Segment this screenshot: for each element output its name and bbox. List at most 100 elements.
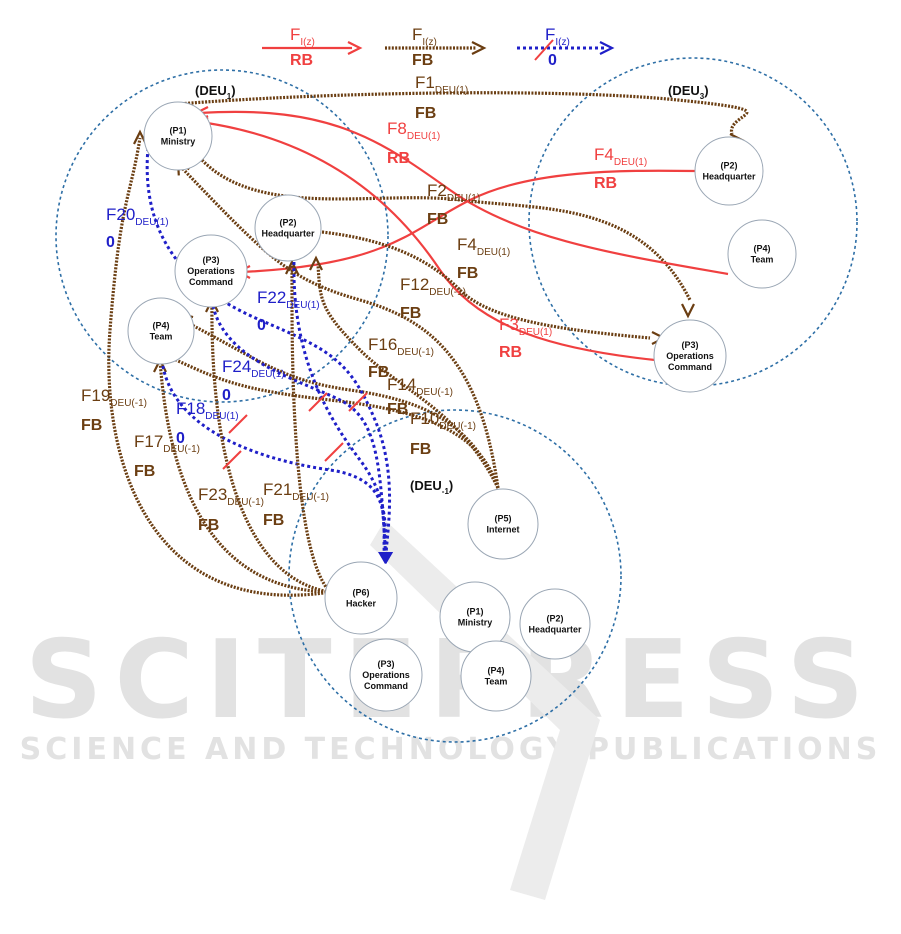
flow-label-f2: F2DEU(1) FB [427,181,480,228]
node-label: (P3) [377,659,394,669]
flow-edge-f2 [200,158,695,319]
flow-label-f12: F12DEU(-1) FB [400,275,466,322]
node-label: Hacker [346,599,377,609]
flow-label-f20: F20DEU(1)0 [106,205,169,251]
arrowhead-f2 [681,303,695,319]
legend-label: FI(z) [545,25,570,48]
flow-edge-f12 [176,159,500,489]
blocked-flow-slash [308,392,328,412]
legend-item-rb: FI(z)RB [262,25,363,69]
blocked-flow-slash [222,450,242,470]
flow-type-tag: RB [499,344,522,361]
legend-label: FI(z) [290,25,315,48]
flow-type-tag: RB [594,175,617,192]
region-deum1: (DEU-1) [288,409,622,743]
legend-item-zero: FI(z) 0 [517,25,615,69]
arrowhead-f16 [309,255,323,271]
node-label: Headquarter [702,172,756,182]
node-label: (P3) [681,340,698,350]
flow-label-name: F23DEU(-1) [198,485,264,508]
flow-label-name: F18DEU(1) [176,399,239,422]
watermark-swoosh-shape [370,520,600,900]
node-label: (P1) [169,126,186,136]
node-label: Team [751,255,774,265]
flow-type-tag: RB [387,150,410,167]
flow-label-name: F17DEU(-1) [134,432,200,455]
region-deu3: (DEU3) [528,57,858,387]
legend-arrowhead [347,41,363,55]
flow-label-f17: F17DEU(-1)FB [134,432,200,480]
node-label: (P4) [487,666,504,676]
flow-type-tag: FB [415,105,436,122]
node-d3-p4: (P4)Team [727,219,797,289]
flow-type-tag: FB [387,401,408,418]
flow-type-tag: FB [263,512,284,529]
node-label: (P4) [152,321,169,331]
legend-label: FI(z) [412,25,437,48]
flow-label-name: F24DEU(1) [222,357,285,380]
flow-label-name: F14DEU(-1) [387,375,453,398]
blocked-flow-slash [324,442,344,462]
node-label: Command [189,277,233,287]
node-d1-p2: (P2)Headquarter [254,194,322,262]
node-label: (P2) [546,614,563,624]
flow-label-name: F12DEU(-1) [400,275,466,298]
flow-label-f4: F4DEU(1) RB [594,145,647,192]
legend-item-fb: FI(z)FB [385,25,487,69]
flow-type-tag: FB [400,305,421,322]
flow-label-name: F3DEU(1) [499,315,552,338]
flow-edge-f21 [285,259,332,594]
flow-label-f19: F19DEU(-1)FB [81,386,147,434]
flow-type-tag: FB [198,517,219,534]
blocked-flow-slash [534,39,554,61]
flow-type-tag: FB [457,265,478,282]
flow-label-f22: F22DEU(1) 0 [257,288,320,334]
node-label: Operations [666,351,714,361]
node-d1-p1: (P1)Ministry [143,101,213,171]
node-label: (P5) [494,514,511,524]
node-label: Ministry [458,618,493,628]
flow-label-name: F22DEU(1) [257,288,320,311]
node-label: (P4) [753,244,770,254]
node-label: (P2) [279,218,296,228]
flow-type-tag: FB [410,441,431,458]
region-label-deu1: (DEU1) [195,83,236,101]
node-label: (P6) [352,588,369,598]
flow-edge-f1 [177,91,749,147]
node-label: Internet [486,525,519,535]
region-deu1: (DEU1) [55,69,389,403]
flow-label-f4b: F4DEU(1)FB [457,235,510,282]
flow-label-f16: F16DEU(-1)FB [368,335,434,381]
flow-label-name: F19DEU(-1) [81,386,147,409]
node-label: Command [364,681,408,691]
blocked-flow-slash [228,414,248,434]
flow-type-tag: 0 [257,317,266,334]
flow-label-f18: F18DEU(1) 0 [176,399,239,447]
node-d1-p4: (P4)Team [127,297,195,365]
blocked-flow-slash [348,392,368,412]
watermark-subtitle: SCIENCE AND TECHNOLOGY PUBLICATIONS [19,732,882,767]
node-label: Team [485,677,508,687]
node-dm-p2: (P2)Headquarter [519,588,591,660]
flow-label-name: F2DEU(1) [427,181,480,204]
flow-label-f8: F8DEU(1)RB [387,119,440,167]
flow-label-f21: F21DEU(-1) FB [263,480,329,529]
node-label: (P1) [466,607,483,617]
flow-type-tag: FB [427,211,448,228]
flow-label-name: F4DEU(1) [594,145,647,168]
node-label: (P2) [720,161,737,171]
flow-label-name: F21DEU(-1) [263,480,329,503]
flow-edge-f24 [210,299,393,564]
flow-type-tag: 0 [176,430,185,447]
flow-type-tag: 0 [222,387,231,404]
node-label: Headquarter [528,625,582,635]
flow-type-tag: FB [368,364,389,381]
node-label: Operations [187,266,235,276]
flow-edge-f16 [309,255,500,489]
flow-label-f23: F23DEU(-1) FB [198,485,264,534]
legend-type-tag: 0 [548,52,557,69]
region-label-deum1: (DEU-1) [410,478,453,496]
flow-label-name: F1DEU(1) [415,73,468,96]
